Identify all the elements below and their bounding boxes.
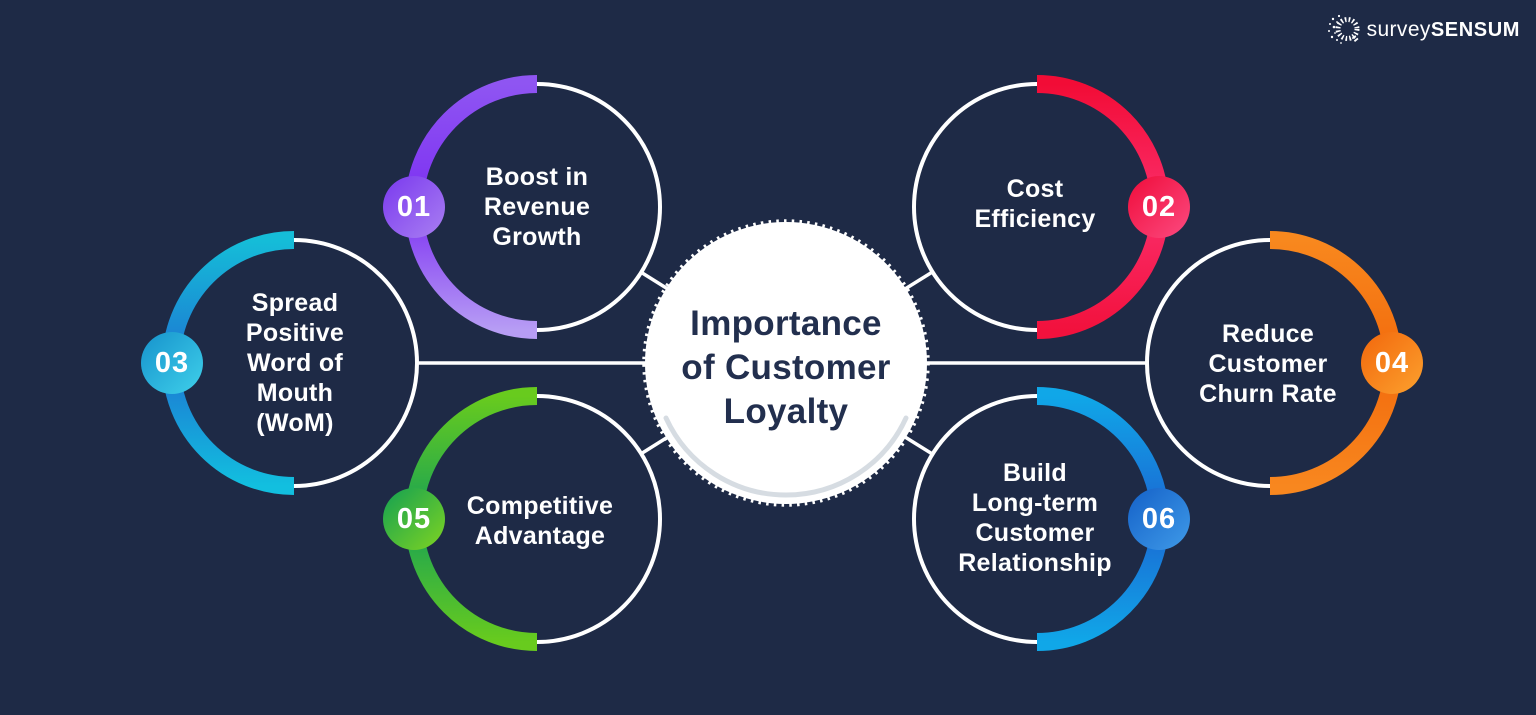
item-badge-01 — [383, 176, 445, 238]
item-number-03: 03 — [154, 346, 190, 379]
item-label-02: Cost Efficiency — [974, 175, 1096, 233]
item-number-06: 06 — [1141, 502, 1177, 535]
item-label-06: Build Long-term Customer Relationship — [958, 459, 1112, 577]
item-circle-05 — [383, 387, 662, 651]
item-badge-04 — [1361, 332, 1423, 394]
item-badge-06 — [1128, 488, 1190, 550]
center-title: Importance of Customer Loyalty — [681, 304, 891, 431]
item-badge-02 — [1128, 176, 1190, 238]
item-label-03: Spread Positive Word of Mouth (WoM) — [245, 289, 345, 437]
item-label-04: Reduce Customer Churn Rate — [1199, 320, 1337, 408]
item-circle-04 — [1145, 231, 1423, 495]
item-number-05: 05 — [396, 502, 432, 535]
item-label-01: Boost in Revenue Growth — [483, 163, 591, 251]
item-number-01: 01 — [396, 190, 432, 223]
brand-logo: surveySENSUM — [1326, 11, 1520, 49]
logo-text-sensum: SENSUM — [1430, 19, 1520, 41]
item-badge-05 — [383, 488, 445, 550]
item-badge-03 — [141, 332, 203, 394]
logo-text-survey: survey — [1366, 18, 1431, 41]
survey-sensum-logo-icon — [1327, 14, 1360, 44]
center-circle — [642, 219, 930, 507]
item-circle-01 — [383, 75, 662, 339]
item-circle-02 — [912, 75, 1190, 339]
item-number-04: 04 — [1374, 346, 1410, 379]
item-number-02: 02 — [1141, 190, 1177, 223]
center-circle-inner-shadow — [663, 415, 909, 498]
center-circle-serrated — [642, 219, 930, 507]
item-circle-06 — [912, 387, 1190, 651]
item-label-05: Competitive Advantage — [466, 492, 614, 550]
item-circle-03 — [141, 231, 419, 495]
